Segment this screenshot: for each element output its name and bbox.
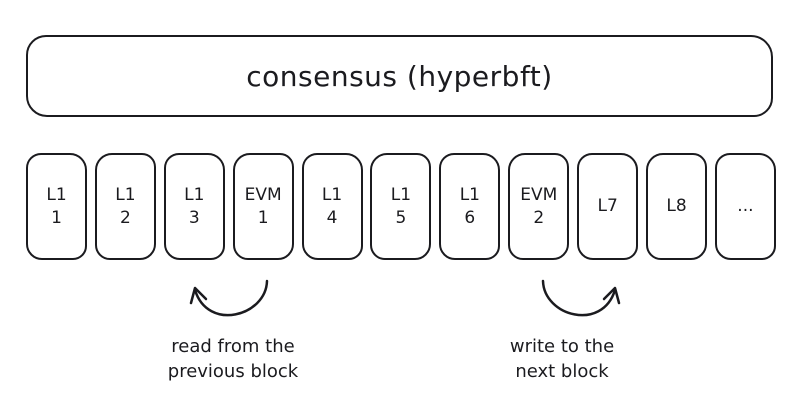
block-label: L1 <box>390 184 412 205</box>
block-label: EVM <box>244 184 282 205</box>
read-annotation: read from the previous block <box>133 334 333 384</box>
block-label: ... <box>737 196 754 216</box>
block-number: 5 <box>395 207 407 228</box>
read-arrow-icon <box>189 279 269 317</box>
read-annotation-line1: read from the <box>171 336 295 357</box>
blocks-row: L1 1 L1 2 L1 3 EVM 1 L1 4 L1 5 L1 6 EVM <box>26 153 776 260</box>
block-l8: L8 <box>646 153 708 260</box>
block-number: 1 <box>51 207 62 228</box>
block-label: L1 <box>46 184 67 205</box>
block-l1-3: L1 3 <box>163 153 225 260</box>
block-number: 1 <box>257 207 269 228</box>
block-l1-6: L1 6 <box>439 153 501 260</box>
write-annotation: write to the next block <box>462 334 662 384</box>
block-number: 3 <box>188 207 200 228</box>
read-annotation-line2: previous block <box>167 361 299 382</box>
block-l1-4: L1 4 <box>301 153 363 260</box>
block-number: 2 <box>119 207 131 228</box>
block-l1-1: L1 1 <box>26 153 87 260</box>
consensus-box: consensus (hyperbft) <box>26 35 773 117</box>
block-label: L8 <box>666 196 687 216</box>
write-annotation-line1: write to the <box>509 336 615 357</box>
block-label: L1 <box>321 184 343 205</box>
block-ellipsis: ... <box>714 153 776 260</box>
block-evm-1: EVM 1 <box>232 153 294 260</box>
block-l1-5: L1 5 <box>370 153 432 260</box>
write-annotation-line2: next block <box>515 361 609 382</box>
consensus-label: consensus (hyperbft) <box>246 59 553 93</box>
block-evm-2: EVM 2 <box>508 153 570 260</box>
block-label: L1 <box>184 184 205 205</box>
block-label: L1 <box>115 184 136 205</box>
block-l1-2: L1 2 <box>94 153 156 260</box>
write-arrow-icon <box>541 279 621 317</box>
block-number: 6 <box>464 207 476 228</box>
block-label: EVM <box>520 184 558 205</box>
block-l7: L7 <box>577 153 639 260</box>
block-label: L7 <box>597 196 618 216</box>
block-label: L1 <box>459 184 480 205</box>
block-number: 2 <box>533 207 545 228</box>
block-number: 4 <box>326 207 338 228</box>
